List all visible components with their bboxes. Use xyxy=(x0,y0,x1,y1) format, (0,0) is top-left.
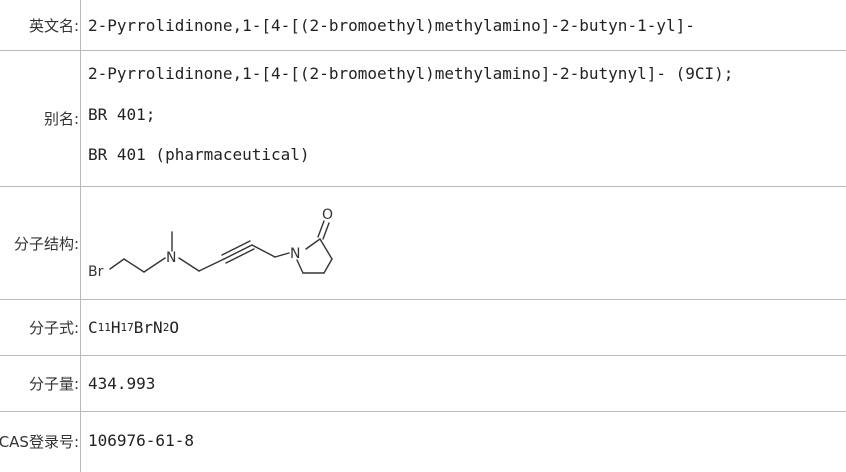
triple-bond xyxy=(223,244,253,260)
bond xyxy=(143,257,166,273)
alias-label: 别名: xyxy=(0,51,81,186)
ring-bond xyxy=(296,259,304,274)
bond xyxy=(198,258,225,272)
row-alias: 别名: 2-Pyrrolidinone,1-[4-[(2-bromoethyl)… xyxy=(0,51,846,187)
atom-o: O xyxy=(322,207,333,223)
row-weight: 分子量: 434.993 xyxy=(0,356,846,412)
molecule-diagram: Br N N O xyxy=(88,207,333,280)
row-cas: CAS登录号: 106976-61-8 xyxy=(0,412,846,472)
triple-bond xyxy=(221,240,251,256)
triple-bond xyxy=(225,248,255,264)
bond xyxy=(109,258,125,270)
bond xyxy=(178,257,200,272)
bond xyxy=(274,252,290,258)
structure-label: 分子结构: xyxy=(0,187,81,299)
cas-label: CAS登录号: xyxy=(0,412,81,472)
weight-label: 分子量: xyxy=(0,356,81,411)
ring-bond xyxy=(323,258,333,274)
alias-line-2: BR 401; xyxy=(88,105,156,124)
double-bond xyxy=(317,220,325,238)
double-bond xyxy=(322,222,330,240)
formula-label: 分子式: xyxy=(0,300,81,355)
structure-image: Br N N O xyxy=(88,187,846,299)
alias-values: 2-Pyrrolidinone,1-[4-[(2-bromoethyl)meth… xyxy=(88,51,846,186)
row-structure: 分子结构: xyxy=(0,187,846,300)
atom-n-ring: N xyxy=(290,246,300,262)
ring-bond xyxy=(319,238,333,260)
cas-value: 106976-61-8 xyxy=(88,431,194,450)
english-name-label: 英文名: xyxy=(0,0,81,50)
english-name-value: 2-Pyrrolidinone,1-[4-[(2-bromoethyl)meth… xyxy=(88,15,695,35)
weight-value: 434.993 xyxy=(88,374,156,393)
alias-line-1: 2-Pyrrolidinone,1-[4-[(2-bromoethyl)meth… xyxy=(88,64,734,83)
atom-n-amine: N xyxy=(166,250,176,266)
row-english-name: 英文名: 2-Pyrrolidinone,1-[4-[(2-bromoethyl… xyxy=(0,0,846,51)
bond xyxy=(251,244,276,258)
bond xyxy=(123,258,145,273)
alias-line-3: BR 401 (pharmaceutical) xyxy=(88,145,310,164)
atom-br: Br xyxy=(88,264,104,280)
ring-bond xyxy=(305,238,321,250)
